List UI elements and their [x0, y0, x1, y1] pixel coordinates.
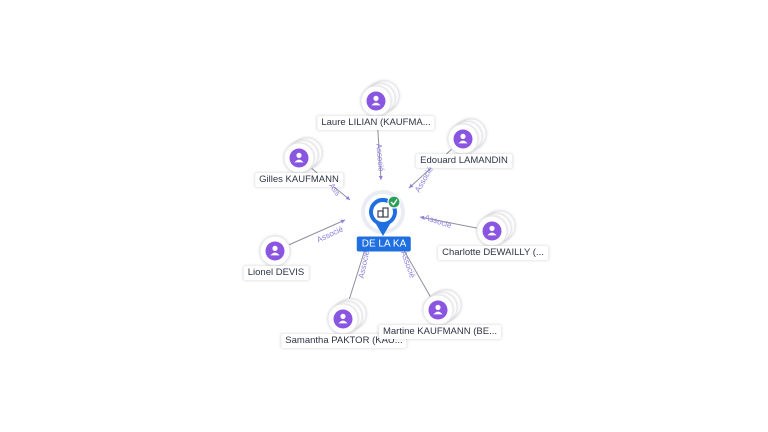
edge-arrow	[420, 215, 425, 220]
person-icon	[333, 309, 353, 329]
person-node[interactable]	[360, 80, 400, 117]
node-label[interactable]: Laure LILIAN (KAUFMA...	[317, 116, 435, 130]
person-node[interactable]	[259, 235, 291, 267]
node-label[interactable]: Lionel DEVIS	[243, 266, 309, 280]
check-icon	[387, 195, 401, 209]
person-icon	[428, 300, 448, 320]
person-icon	[289, 148, 309, 168]
center-node-label[interactable]: DE LA KA	[356, 236, 412, 252]
person-icon	[482, 221, 502, 241]
edge-arrow	[345, 195, 350, 200]
person-node[interactable]	[422, 289, 462, 326]
person-node[interactable]	[283, 137, 323, 174]
person-node[interactable]	[447, 118, 487, 155]
person-icon	[265, 241, 285, 261]
edge-arrow	[340, 219, 345, 224]
person-node[interactable]	[327, 298, 367, 335]
center-node[interactable]	[361, 190, 405, 236]
node-label[interactable]: Charlotte DEWAILLY (...	[438, 246, 548, 260]
building-icon	[377, 207, 389, 218]
edge-arrow	[409, 183, 414, 188]
node-label[interactable]: Samantha PAKTOR (KAU...	[281, 334, 407, 348]
person-icon	[453, 129, 473, 149]
person-icon	[366, 91, 386, 111]
node-label[interactable]: Edouard LAMANDIN	[416, 154, 512, 168]
node-label[interactable]: Gilles KAUFMANN	[255, 173, 343, 187]
edge-arrow	[378, 175, 383, 180]
node-label[interactable]: Martine KAUFMANN (BE...	[378, 325, 502, 339]
person-node[interactable]	[476, 210, 516, 247]
